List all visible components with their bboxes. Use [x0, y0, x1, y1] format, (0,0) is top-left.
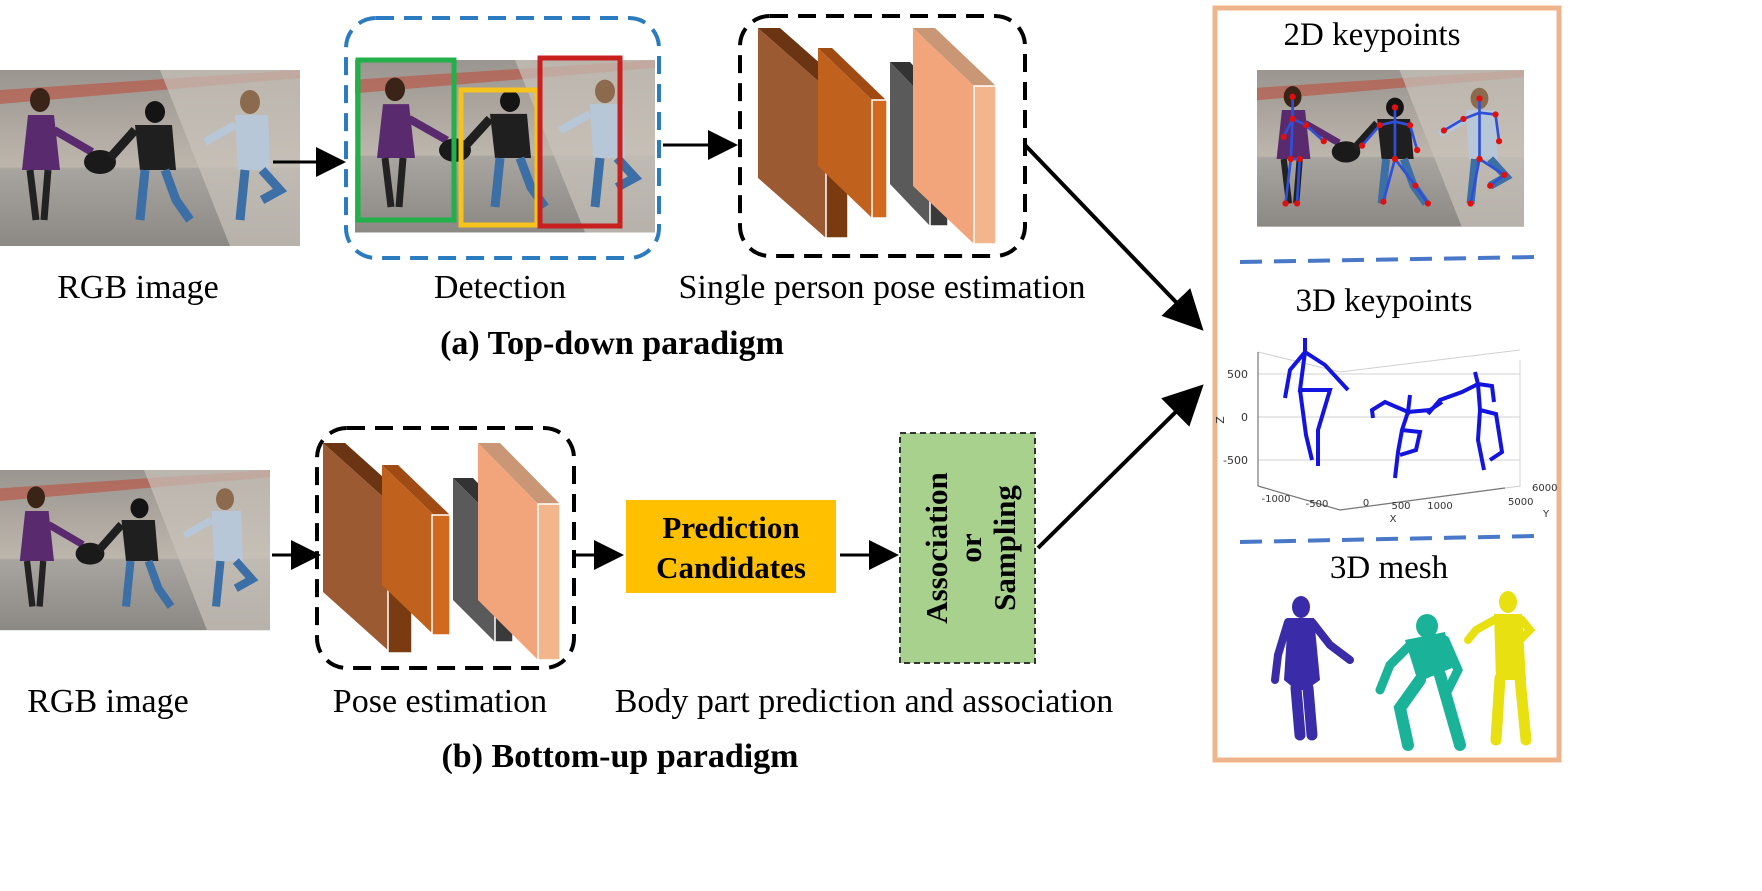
mesh-figure-purple [1271, 596, 1354, 741]
bottom-up-input-image [0, 470, 270, 630]
top-down-input-image [0, 70, 300, 246]
mesh-figure-teal [1375, 614, 1466, 751]
detection-label: Detection [434, 269, 566, 306]
y-tick-5000: 5000 [1508, 497, 1533, 508]
top-down-caption: (a) Top-down paradigm [440, 325, 784, 362]
pose-network-layers [323, 443, 561, 661]
single-pose-network-frame [738, 14, 1027, 258]
detection-frame [344, 16, 661, 260]
prediction-candidates-box [626, 500, 836, 593]
pose-estimation-label: Pose estimation [333, 683, 547, 720]
top-down-input-label: RGB image [57, 269, 218, 306]
bottom-up-input-label: RGB image [27, 683, 188, 720]
detection-box-red [537, 55, 623, 229]
z-tick-500: 500 [1227, 368, 1248, 381]
single-pose-network-layers [758, 28, 997, 245]
prediction-box-line1: Prediction [662, 510, 799, 545]
single-pose-label: Single person pose estimation [678, 269, 1085, 306]
y-axis-label: Y [1542, 509, 1550, 520]
x-tick-neg500: -500 [1306, 499, 1329, 510]
association-box-line1: Association [919, 472, 954, 624]
x-axis-label: X [1390, 514, 1397, 525]
arrow-bottom-to-outputs [1036, 384, 1204, 550]
kp3d-plot: 500 0 -500 Z -1000 -500 0 500 1000 X 600… [1214, 338, 1557, 525]
association-box-line3: Sampling [987, 485, 1022, 611]
skeleton-3d-left [1283, 338, 1350, 466]
z-axis-label: Z [1214, 416, 1227, 424]
z-tick-neg500: -500 [1223, 454, 1248, 467]
kp2d-image [1257, 70, 1524, 227]
association-box [899, 432, 1036, 664]
kp2d-title: 2D keypoints [1284, 17, 1461, 53]
detection-box-yellow [458, 87, 540, 228]
mesh-figure-yellow [1464, 591, 1536, 746]
prediction-box-line2: Candidates [656, 550, 806, 585]
z-tick-0: 0 [1241, 411, 1248, 424]
bottom-up-caption: (b) Bottom-up paradigm [441, 738, 798, 775]
body-part-label: Body part prediction and association [615, 683, 1114, 720]
x-tick-0: 0 [1363, 498, 1369, 509]
output-panel-frame [1212, 5, 1562, 763]
x-tick-500: 500 [1391, 501, 1410, 512]
y-tick-6000: 6000 [1532, 483, 1557, 494]
x-tick-1000: 1000 [1427, 501, 1452, 512]
x-tick-neg1000: -1000 [1261, 494, 1290, 505]
detection-box-green [355, 57, 457, 223]
pose-network-frame [315, 426, 576, 670]
skeleton-3d-right [1426, 371, 1505, 471]
association-box-line2: or [953, 533, 988, 563]
arrow-top-to-outputs [1023, 143, 1204, 331]
detection-image [355, 60, 655, 232]
divider-2 [1239, 534, 1538, 544]
mesh-title: 3D mesh [1330, 550, 1449, 586]
divider-1 [1239, 255, 1538, 264]
kp3d-title: 3D keypoints [1296, 283, 1473, 319]
